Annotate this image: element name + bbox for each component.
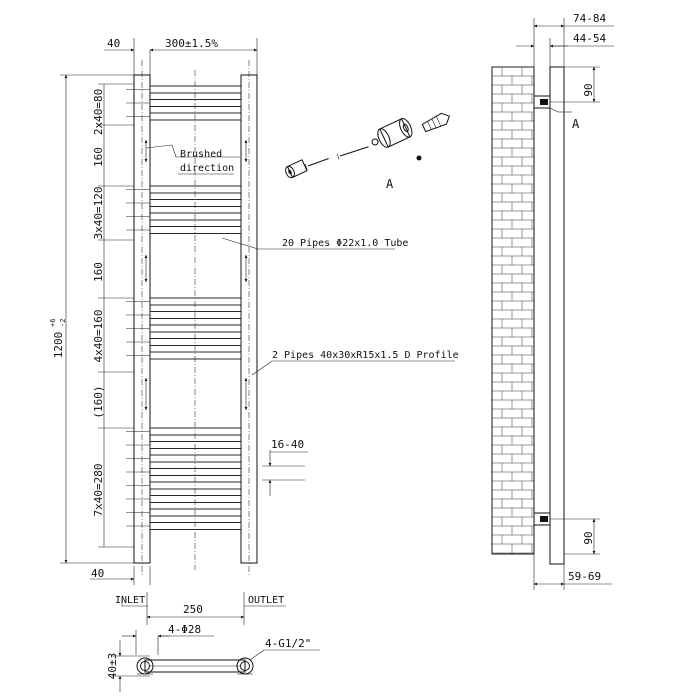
pipe	[149, 427, 242, 436]
dim-3x40: 3x40=120	[92, 187, 105, 240]
screw-small	[304, 158, 329, 170]
pipe	[149, 522, 242, 530]
tube-diameter-dimension: 4-Φ28	[168, 623, 201, 636]
pipe	[149, 99, 242, 107]
outlet-label: OUTLET	[248, 595, 284, 606]
dim-160-upper: 160	[92, 147, 105, 167]
pipe	[149, 495, 242, 503]
side-view: A 74-84 44-54 90 90 59-69	[491, 12, 614, 590]
brushed-label-line1: Brushed	[180, 149, 222, 160]
dim-160-middle: 160	[92, 262, 105, 282]
dim-4x40: 4x40=160	[92, 310, 105, 363]
pipe	[149, 454, 242, 463]
svg-text:+6: +6	[49, 319, 57, 327]
overall-height-dimension: 1200 +6 -2	[49, 319, 67, 359]
svg-text:1200: 1200	[52, 332, 65, 359]
dim-7x40: 7x40=280	[92, 464, 105, 517]
bracket-sleeve	[377, 118, 413, 148]
dim-2x40: 2x40=80	[92, 89, 105, 135]
top-offset-dimension: 40	[107, 37, 120, 50]
detail-a-label: A	[386, 177, 394, 191]
side-dim-bottom-bracket: 90	[582, 531, 595, 544]
front-view: 300±1.5% 40 1200 +6 -2 2x40=80 160 3x40=…	[49, 37, 459, 585]
pipe	[149, 199, 242, 207]
side-dim-bottom: 59-69	[568, 570, 601, 583]
pipe	[149, 508, 242, 517]
pipe	[149, 311, 242, 319]
pipe	[149, 338, 242, 346]
bottom-view: INLET OUTLET 250 4-Φ28 4-G1/2" 40±3	[106, 592, 320, 692]
wall-plug	[421, 112, 451, 133]
pipe	[149, 297, 242, 306]
bottom-profile	[136, 657, 254, 675]
top-bracket: A	[533, 95, 580, 131]
svg-text:-2: -2	[59, 319, 67, 327]
detail-a-exploded: A	[285, 112, 451, 191]
center-distance-dimension: 250	[183, 603, 203, 616]
bottom-offset-dimension: 40	[91, 567, 104, 580]
pipe	[149, 185, 242, 194]
profile-note: 2 Pipes 40x30xR15x1.5 D Profile	[272, 350, 459, 361]
pipe	[149, 226, 242, 234]
bottom-bracket	[533, 512, 551, 526]
pipe	[149, 85, 242, 94]
side-dim-outer: 74-84	[573, 12, 606, 25]
depth-dimension: 40±3	[106, 653, 119, 680]
horizontal-pipes	[126, 70, 242, 570]
spacing-dimension: 16-40	[271, 438, 304, 451]
pipe	[149, 441, 242, 449]
width-dimension: 300±1.5%	[165, 37, 218, 50]
grub-screw	[416, 155, 422, 161]
pipe	[149, 481, 242, 490]
pipe	[149, 468, 242, 476]
inlet-label: INLET	[115, 595, 145, 606]
pipe	[149, 324, 242, 333]
side-dim-inner: 44-54	[573, 32, 606, 45]
brushed-label-line2: direction	[180, 163, 234, 174]
wall-cap	[285, 159, 308, 179]
pipe	[149, 212, 242, 221]
side-bracket-label: A	[572, 117, 580, 131]
screw-long	[336, 146, 369, 160]
side-rail	[549, 66, 565, 565]
thread-size-label: 4-G1/2"	[265, 637, 311, 650]
wall-bricks	[492, 66, 534, 554]
dim-160-lower: (160)	[92, 385, 105, 418]
brushed-arrows	[144, 139, 248, 411]
pipe	[149, 351, 242, 360]
side-dim-top-bracket: 90	[582, 83, 595, 96]
pipes-note: 20 Pipes Φ22x1.0 Tube	[282, 238, 408, 249]
pipe	[149, 112, 242, 121]
washer	[371, 138, 379, 146]
